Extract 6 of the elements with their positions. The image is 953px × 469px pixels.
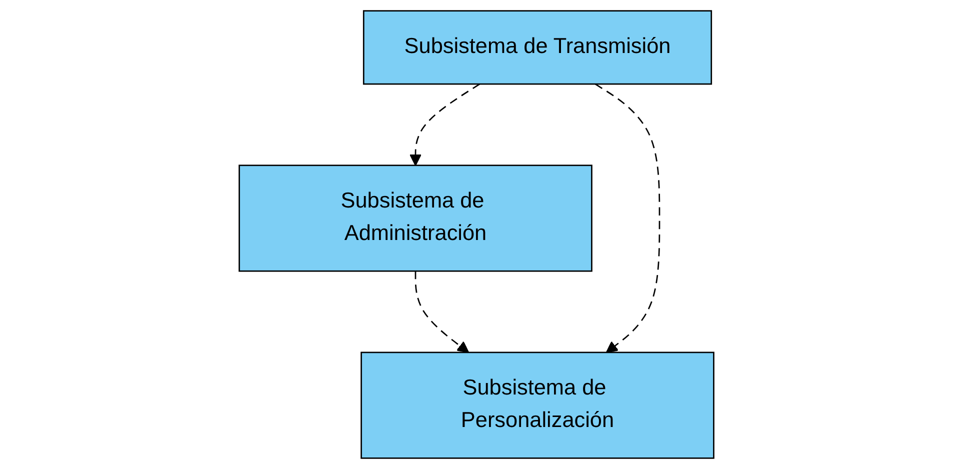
arrow [410,83,480,166]
node-box: Subsistema de Transmisión [362,10,712,85]
arrow [414,271,470,353]
node-box: Subsistema de Administración [238,164,592,272]
node-box: Subsistema de Personalización [360,352,714,459]
arrow [594,83,660,353]
